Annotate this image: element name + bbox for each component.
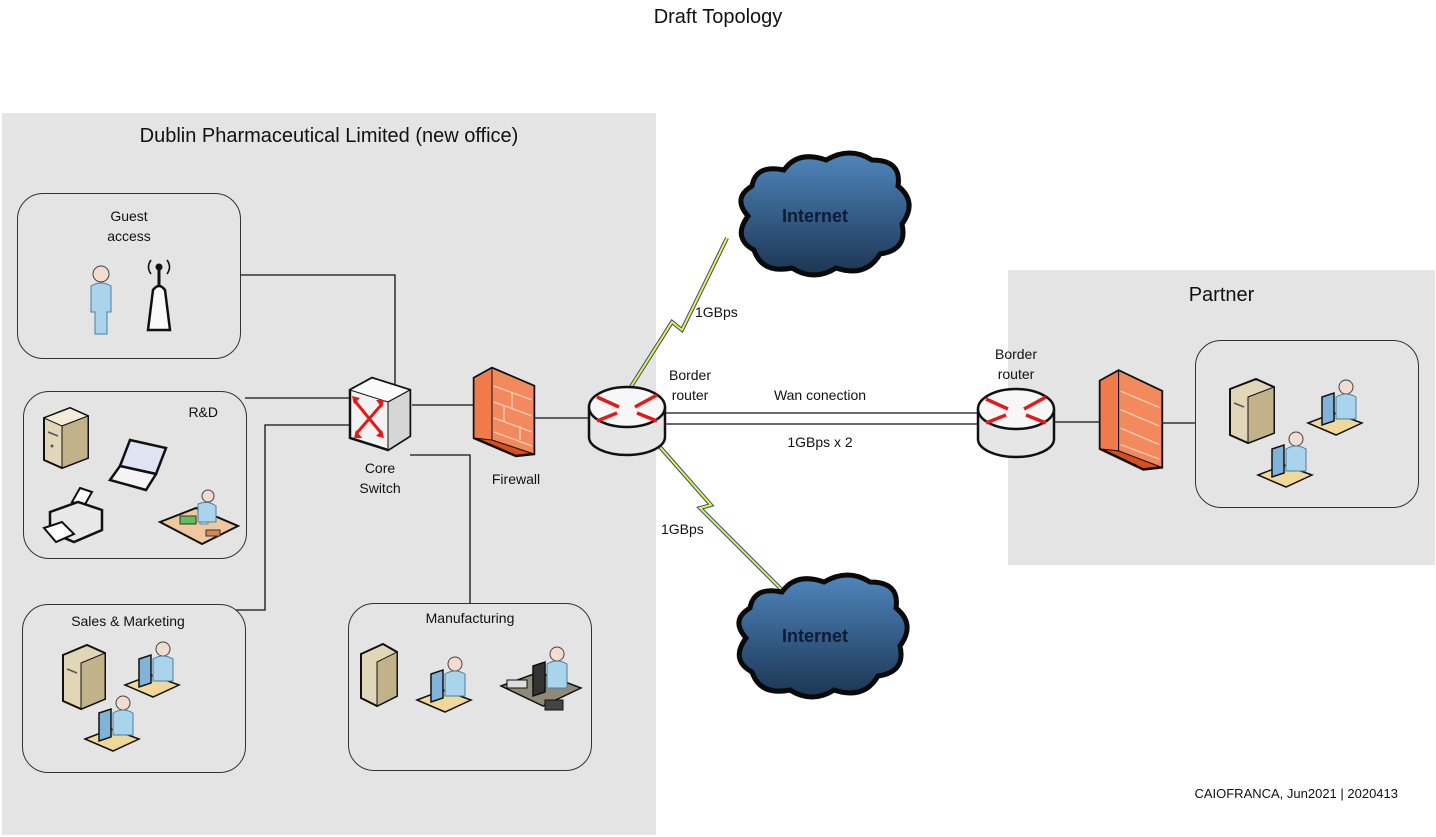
wireless-access-point-icon — [146, 259, 172, 332]
wan-link-label: Wan conection — [773, 387, 867, 403]
core-switch-icon[interactable] — [346, 376, 414, 452]
lightning-link-bottom — [658, 445, 787, 595]
link-sales-switch — [230, 424, 350, 611]
user-icon — [90, 265, 112, 335]
border-router-label-line1: Border — [668, 367, 712, 383]
server-icon — [360, 642, 398, 708]
lightning-link-top — [625, 237, 729, 395]
region-dublin-title: Dublin Pharmaceutical Limited (new offic… — [139, 125, 519, 147]
link-guest-switch — [240, 274, 396, 392]
internet-cloud-top-label: Internet — [782, 206, 849, 226]
firewall-icon[interactable] — [472, 366, 538, 458]
laptop-icon — [108, 438, 168, 492]
core-switch-label-line1: Core — [364, 460, 396, 476]
footer-credit: CAIOFRANCA, Jun2021 | 2020413 — [1194, 786, 1398, 801]
workstation-user-icon — [1306, 379, 1364, 436]
group-manufacturing: Manufacturing — [348, 603, 592, 771]
partner-firewall-icon[interactable] — [1098, 368, 1166, 472]
industrial-workstation-icon — [499, 646, 583, 711]
group-guest-label-line1: Guest — [110, 208, 148, 224]
border-router-icon[interactable] — [587, 383, 667, 459]
workstation-user-icon — [83, 695, 141, 752]
lab-workstation-icon — [157, 489, 241, 546]
group-rnd: R&D — [23, 391, 247, 559]
group-sales-label: Sales & Marketing — [71, 613, 185, 629]
group-guest-label-line2: access — [107, 228, 151, 244]
group-guest-access: Guest access — [17, 193, 241, 359]
internet-cloud-bottom-icon[interactable] — [724, 568, 914, 704]
workstation-user-icon — [415, 656, 473, 713]
link-speed-bottom-label: 1GBps — [661, 521, 704, 537]
border-router-label-line2: router — [671, 387, 709, 403]
partner-border-router-label-line2: router — [997, 366, 1035, 382]
group-manufacturing-label: Manufacturing — [425, 610, 515, 626]
group-sales-marketing: Sales & Marketing — [22, 604, 246, 773]
region-partner-title: Partner — [1188, 284, 1255, 306]
printer-icon — [42, 486, 104, 544]
internet-cloud-bottom-label: Internet — [782, 626, 849, 646]
diagram-title: Draft Topology — [653, 6, 783, 28]
partner-border-router-label-line1: Border — [994, 346, 1038, 362]
partner-border-router-icon[interactable] — [976, 385, 1056, 461]
group-rnd-label: R&D — [188, 404, 218, 420]
server-icon — [42, 406, 90, 470]
link-speed-top-label: 1GBps — [695, 304, 738, 320]
firewall-label: Firewall — [491, 471, 541, 487]
core-switch-label-line2: Switch — [359, 480, 401, 496]
link-manufacturing-switch — [410, 454, 471, 604]
server-icon — [1229, 377, 1275, 445]
group-partner-devices — [1195, 340, 1419, 508]
workstation-user-icon — [123, 641, 181, 698]
workstation-user-icon — [1256, 431, 1314, 488]
server-icon — [62, 643, 106, 711]
internet-cloud-top-icon[interactable] — [726, 146, 916, 282]
wan-link-speed-label: 1GBps x 2 — [787, 434, 853, 450]
